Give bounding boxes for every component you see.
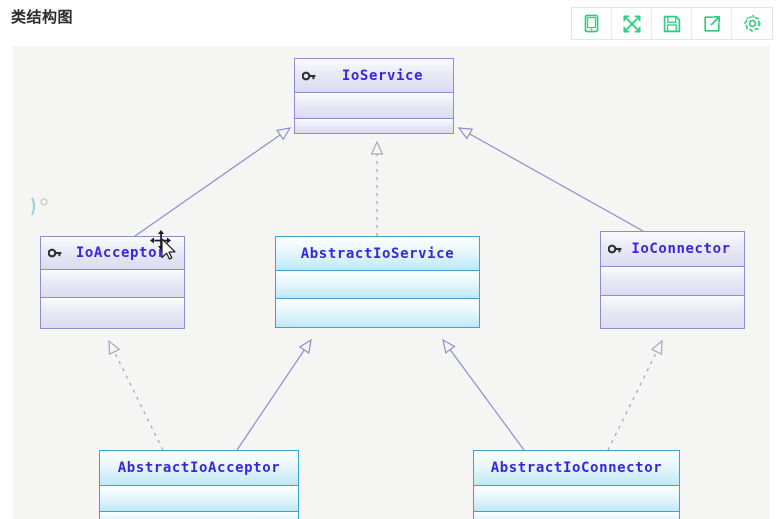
uml-node-name: AbstractIoConnector <box>490 460 663 476</box>
export-button[interactable] <box>692 8 732 39</box>
operations-compartment <box>276 299 479 327</box>
edge-abstractioconnector-to-ioconnector <box>607 339 663 451</box>
uml-node-name: AbstractIoAcceptor <box>117 460 281 476</box>
interface-icon <box>46 247 64 259</box>
uml-node-abstractioconnector[interactable]: AbstractIoConnector <box>473 450 680 519</box>
attributes-compartment <box>295 93 453 119</box>
interface-icon <box>606 243 624 255</box>
attributes-compartment <box>474 486 679 512</box>
operations-compartment <box>474 512 679 519</box>
edge-abstractioconnector-to-abstractioservice <box>442 338 525 451</box>
uml-node-ioservice[interactable]: IoService <box>294 58 454 134</box>
save-icon <box>663 15 681 33</box>
edge-ioacceptor-to-ioservice <box>134 127 292 237</box>
edge-abstractioacceptor-to-ioacceptor <box>108 339 164 451</box>
uml-node-name: AbstractIoService <box>300 245 455 262</box>
attributes-compartment <box>276 271 479 299</box>
fullscreen-icon <box>623 15 641 33</box>
interface-icon <box>300 70 318 82</box>
uml-node-abstractioacceptor[interactable]: AbstractIoAcceptor <box>99 450 299 519</box>
toolbar <box>571 7 773 40</box>
attributes-compartment <box>601 267 744 296</box>
settings-gear-icon <box>743 14 762 33</box>
header-bar: 类结构图 <box>0 0 783 46</box>
operations-compartment <box>41 298 184 328</box>
uml-node-name: IoConnector <box>631 241 731 257</box>
page-title: 类结构图 <box>11 8 74 26</box>
mobile-preview-icon <box>583 14 600 33</box>
mobile-preview-button[interactable] <box>572 8 612 39</box>
save-button[interactable] <box>652 8 692 39</box>
fullscreen-button[interactable] <box>612 8 652 39</box>
attributes-compartment <box>100 486 298 512</box>
edge-ioconnector-to-ioservice <box>457 127 644 232</box>
uml-node-ioconnector[interactable]: IoConnector <box>600 231 745 329</box>
attributes-compartment <box>41 270 184 298</box>
operations-compartment <box>601 296 744 328</box>
uml-node-abstractioservice[interactable]: AbstractIoService <box>275 236 480 328</box>
uml-node-ioacceptor[interactable]: IoAcceptor <box>40 236 185 329</box>
partial-shape-artifact <box>27 194 57 222</box>
uml-node-name: IoService <box>341 67 424 84</box>
edge-abstractioacceptor-to-abstractioservice <box>236 338 312 451</box>
diagram-canvas[interactable]: IoService IoAcceptor <box>13 46 770 519</box>
uml-node-name: IoAcceptor <box>75 245 167 261</box>
operations-compartment <box>295 119 453 133</box>
operations-compartment <box>100 512 298 519</box>
share-export-icon <box>703 15 721 33</box>
settings-button[interactable] <box>732 8 772 39</box>
